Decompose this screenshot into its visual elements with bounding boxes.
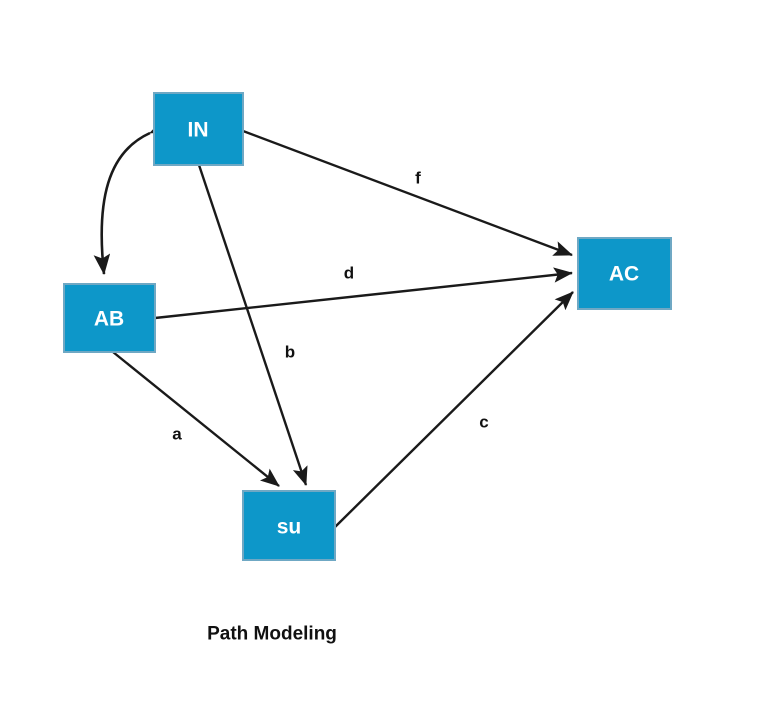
edge-ab-su-path — [112, 351, 280, 487]
node-IN[interactable]: IN — [153, 92, 244, 166]
node-su[interactable]: su — [242, 490, 336, 561]
edge-in-su: b — [197, 164, 308, 486]
edge-label-b: b — [285, 343, 295, 362]
edge-in-su-path — [197, 164, 308, 486]
edge-ab-su: a — [112, 351, 280, 487]
edge-label-c: c — [479, 413, 488, 432]
edge-su-ac: c — [334, 291, 574, 528]
node-su-label: su — [277, 516, 302, 539]
node-AB[interactable]: AB — [63, 283, 156, 353]
edge-in-ab-path — [93, 117, 172, 276]
edge-label-f: f — [415, 169, 421, 188]
edge-label-d: d — [344, 264, 354, 283]
node-AB-label: AB — [94, 308, 124, 331]
edge-ab-ac-path — [154, 267, 573, 320]
node-IN-rect[interactable] — [153, 92, 244, 166]
node-IN-label: IN — [188, 119, 209, 142]
node-su-rect[interactable] — [242, 490, 336, 561]
node-AC[interactable]: AC — [577, 237, 672, 310]
edge-in-ac: f — [242, 129, 573, 257]
edge-in-ac-path — [242, 129, 573, 257]
edge-su-ac-path — [334, 291, 574, 528]
edge-in-ab — [93, 117, 172, 276]
diagram-title: Path Modeling — [207, 624, 337, 645]
node-AC-label: AC — [609, 263, 639, 286]
node-AC-rect[interactable] — [577, 237, 672, 310]
edge-ab-ac: d — [154, 264, 573, 320]
node-AB-rect[interactable] — [63, 283, 156, 353]
edge-label-a: a — [172, 425, 182, 444]
